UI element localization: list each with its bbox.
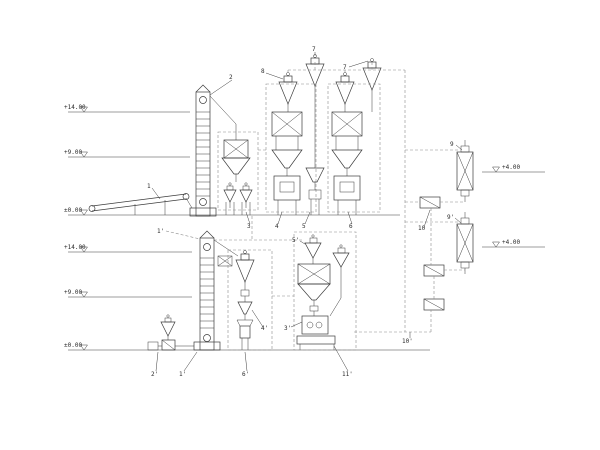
label-filter-bottom: 9' [447,214,454,221]
elevation-label: +4.00 [502,164,520,171]
label-bagging: 6' [242,371,249,378]
elevation-label: ±0.00 [64,342,82,349]
pellet-line [293,231,357,351]
fan-units [419,196,445,311]
label-cyclone-left: 8 [261,68,265,75]
elevation-label: +9.00 [64,149,82,156]
label-boot-2: 1' [179,371,186,378]
grinding-line-a [265,83,317,215]
label-bin-cyclone: 5' [292,237,299,244]
elevation-label: ±0.00 [64,207,82,214]
label-fan: 10 [418,225,426,232]
elevation-markers-right: +4.00 +4.00 [482,164,545,248]
duct-network [214,62,465,333]
bag-filter-line [213,239,273,351]
label-pellet-mill: 3' [284,325,291,332]
label-press-base: 11' [342,371,353,378]
label-elevator-2: 1' [157,228,164,235]
label-sifter: 3 [247,223,251,230]
label-filter-top: 9 [450,141,454,148]
elevation-label: +14.00 [64,244,86,251]
grinding-line-b [327,83,381,215]
elevation-label: +9.00 [64,289,82,296]
filter-vessel-bottom [456,212,474,274]
label-duct: 10' [402,338,413,345]
filter-vessel-top [456,140,474,202]
elevation-label: +4.00 [502,239,520,246]
label-cyclone-mid: 7 [312,46,316,53]
label-discharger: 4' [261,325,268,332]
label-feeder-2: 2' [151,371,158,378]
label-mill-b: 6 [349,223,353,230]
belt-conveyor [88,193,193,215]
sifter-unit [209,95,259,215]
label-cyclone-right: 7 [343,64,347,71]
label-mill-a: 4 [275,223,279,230]
bucket-elevator-1 [189,84,217,217]
cyclone-battery [278,54,382,168]
label-bucket-elevator: 2 [229,74,233,81]
label-belt-conveyor: 1 [147,183,151,190]
equipment-labels: 1 2 8 7 7 3 4 5 6 9 9' 10 10' 1' 2' 1' 4… [147,46,463,378]
feeder-unit [147,314,194,351]
label-scale-a: 5 [302,223,306,230]
elevation-label: +14.00 [64,104,86,111]
bucket-elevator-2 [193,230,221,351]
middle-hopper [305,167,325,215]
